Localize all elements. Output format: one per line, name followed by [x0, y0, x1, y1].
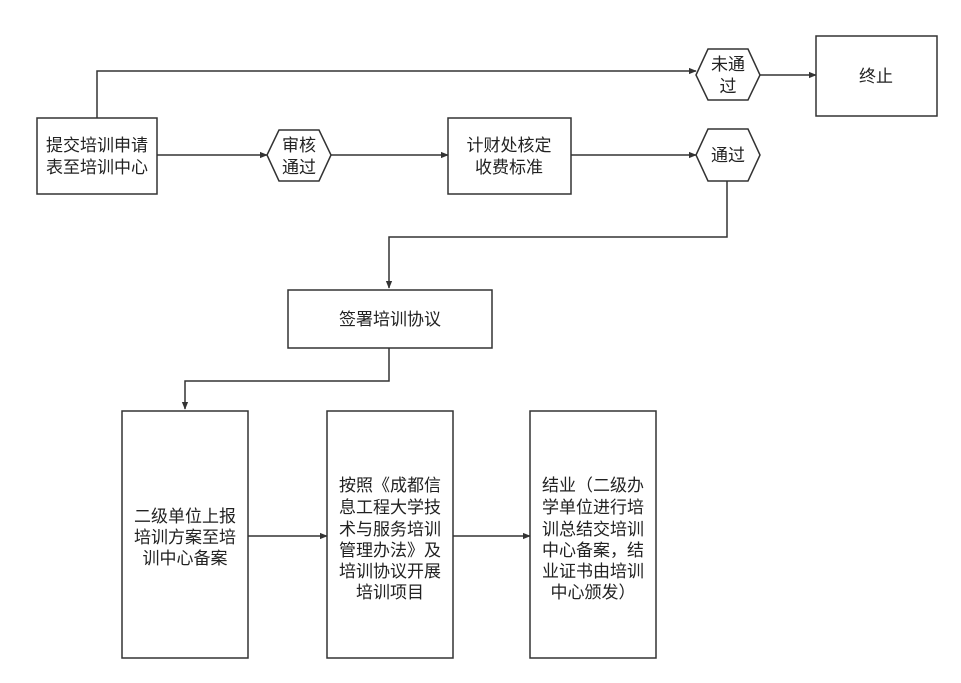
node-submit-line-2: 表至培训中心 — [46, 158, 148, 178]
node-pass: 通过 — [695, 128, 761, 182]
node-terminate-label: 终止 — [859, 67, 893, 87]
node-complete-line-2: 学单位进行培 — [542, 498, 644, 518]
node-conduct-line-5: 培训协议开展 — [339, 562, 441, 582]
node-sign-agreement: 签署培训协议 — [287, 289, 493, 349]
node-finance-line-2: 收费标准 — [475, 158, 543, 178]
node-complete-line-6: 中心颁发） — [551, 583, 636, 603]
node-conduct-line-1: 按照《成都信 — [339, 476, 441, 496]
node-conduct-line-2: 息工程大学技 — [339, 498, 441, 518]
node-report-line-3: 训中心备案 — [143, 549, 228, 569]
node-complete-line-4: 中心备案，结 — [542, 541, 644, 561]
node-finance-fee: 计财处核定 收费标准 — [447, 117, 572, 195]
node-completion: 结业（二级办 学单位进行培 训总结交培训 中心备案，结 业证书由培训 中心颁发） — [529, 410, 657, 659]
node-report-plan: 二级单位上报 培训方案至培 训中心备案 — [121, 410, 249, 659]
node-conduct-line-6: 培训项目 — [356, 583, 424, 603]
node-pass-label: 通过 — [711, 146, 745, 166]
node-review-line-2: 通过 — [282, 158, 316, 178]
node-complete-line-5: 业证书由培训 — [542, 562, 644, 582]
node-conduct-training: 按照《成都信 息工程大学技 术与服务培训 管理办法》及 培训协议开展 培训项目 — [326, 410, 454, 659]
node-complete-line-3: 训总结交培训 — [542, 520, 644, 540]
node-review-line-1: 审核 — [282, 136, 316, 156]
node-not-pass-line-2: 过 — [720, 77, 737, 97]
node-submit-application: 提交培训申请 表至培训中心 — [36, 117, 158, 195]
node-review-pass: 审核 通过 — [266, 129, 332, 182]
node-terminate: 终止 — [815, 35, 938, 117]
node-submit-line-1: 提交培训申请 — [46, 136, 148, 156]
edge-pass-to-sign — [385, 181, 728, 289]
node-complete-line-1: 结业（二级办 — [542, 476, 644, 496]
node-report-line-1: 二级单位上报 — [134, 507, 236, 527]
edge-submit-to-not-pass — [96, 67, 697, 118]
node-conduct-line-4: 管理办法》及 — [339, 541, 441, 561]
node-sign-label: 签署培训协议 — [339, 310, 441, 330]
edge-sign-to-report — [181, 348, 390, 410]
node-report-line-2: 培训方案至培 — [134, 528, 236, 548]
node-finance-line-1: 计财处核定 — [467, 136, 552, 156]
node-not-pass: 未通 过 — [695, 48, 761, 101]
node-conduct-line-3: 术与服务培训 — [339, 520, 441, 540]
node-not-pass-line-1: 未通 — [711, 55, 745, 75]
